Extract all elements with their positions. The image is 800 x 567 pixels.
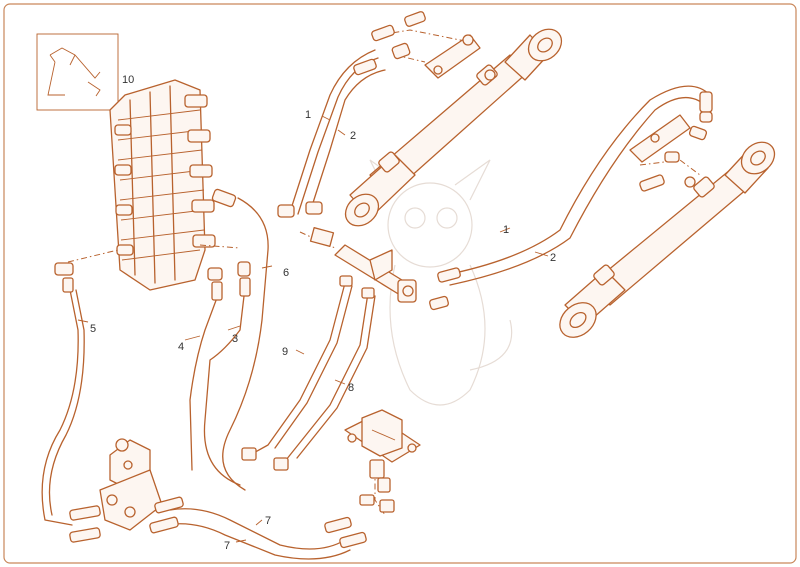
left-manifold-fittings bbox=[353, 11, 496, 81]
right-manifold-fittings bbox=[629, 91, 713, 192]
callout-4: 4 bbox=[178, 341, 184, 353]
callout-7-lower: 7 bbox=[224, 540, 230, 552]
callout-labels: 10 1 2 1 2 6 5 4 3 9 8 7 7 bbox=[90, 74, 556, 552]
page-frame bbox=[3, 3, 797, 564]
callout-8: 8 bbox=[348, 382, 354, 394]
control-valve-block bbox=[109, 79, 216, 291]
callout-2-left: 2 bbox=[350, 130, 356, 142]
callout-1-left: 1 bbox=[305, 109, 311, 121]
hose-9-8 bbox=[241, 275, 376, 471]
junction-bracket bbox=[309, 227, 461, 311]
valve-side-fittings bbox=[54, 188, 323, 301]
mounting-bracket bbox=[324, 409, 421, 549]
callout-5: 5 bbox=[90, 323, 96, 335]
hose-3-4-6 bbox=[189, 197, 269, 491]
callout-6: 6 bbox=[283, 267, 289, 279]
callout-9: 9 bbox=[282, 346, 288, 358]
callout-leaders bbox=[77, 115, 549, 543]
hose-5 bbox=[41, 289, 85, 526]
callout-2-right: 2 bbox=[550, 252, 556, 264]
callout-7-upper: 7 bbox=[265, 515, 271, 527]
callout-3: 3 bbox=[232, 333, 238, 345]
left-cylinder bbox=[344, 28, 563, 227]
hose-7 bbox=[164, 508, 351, 560]
right-cylinder bbox=[559, 141, 776, 338]
callout-1-right: 1 bbox=[503, 224, 509, 236]
callout-10: 10 bbox=[122, 74, 134, 86]
hose-1-2-right bbox=[444, 85, 711, 286]
inset-machine-icon bbox=[36, 33, 119, 111]
selector-valve bbox=[69, 438, 184, 543]
